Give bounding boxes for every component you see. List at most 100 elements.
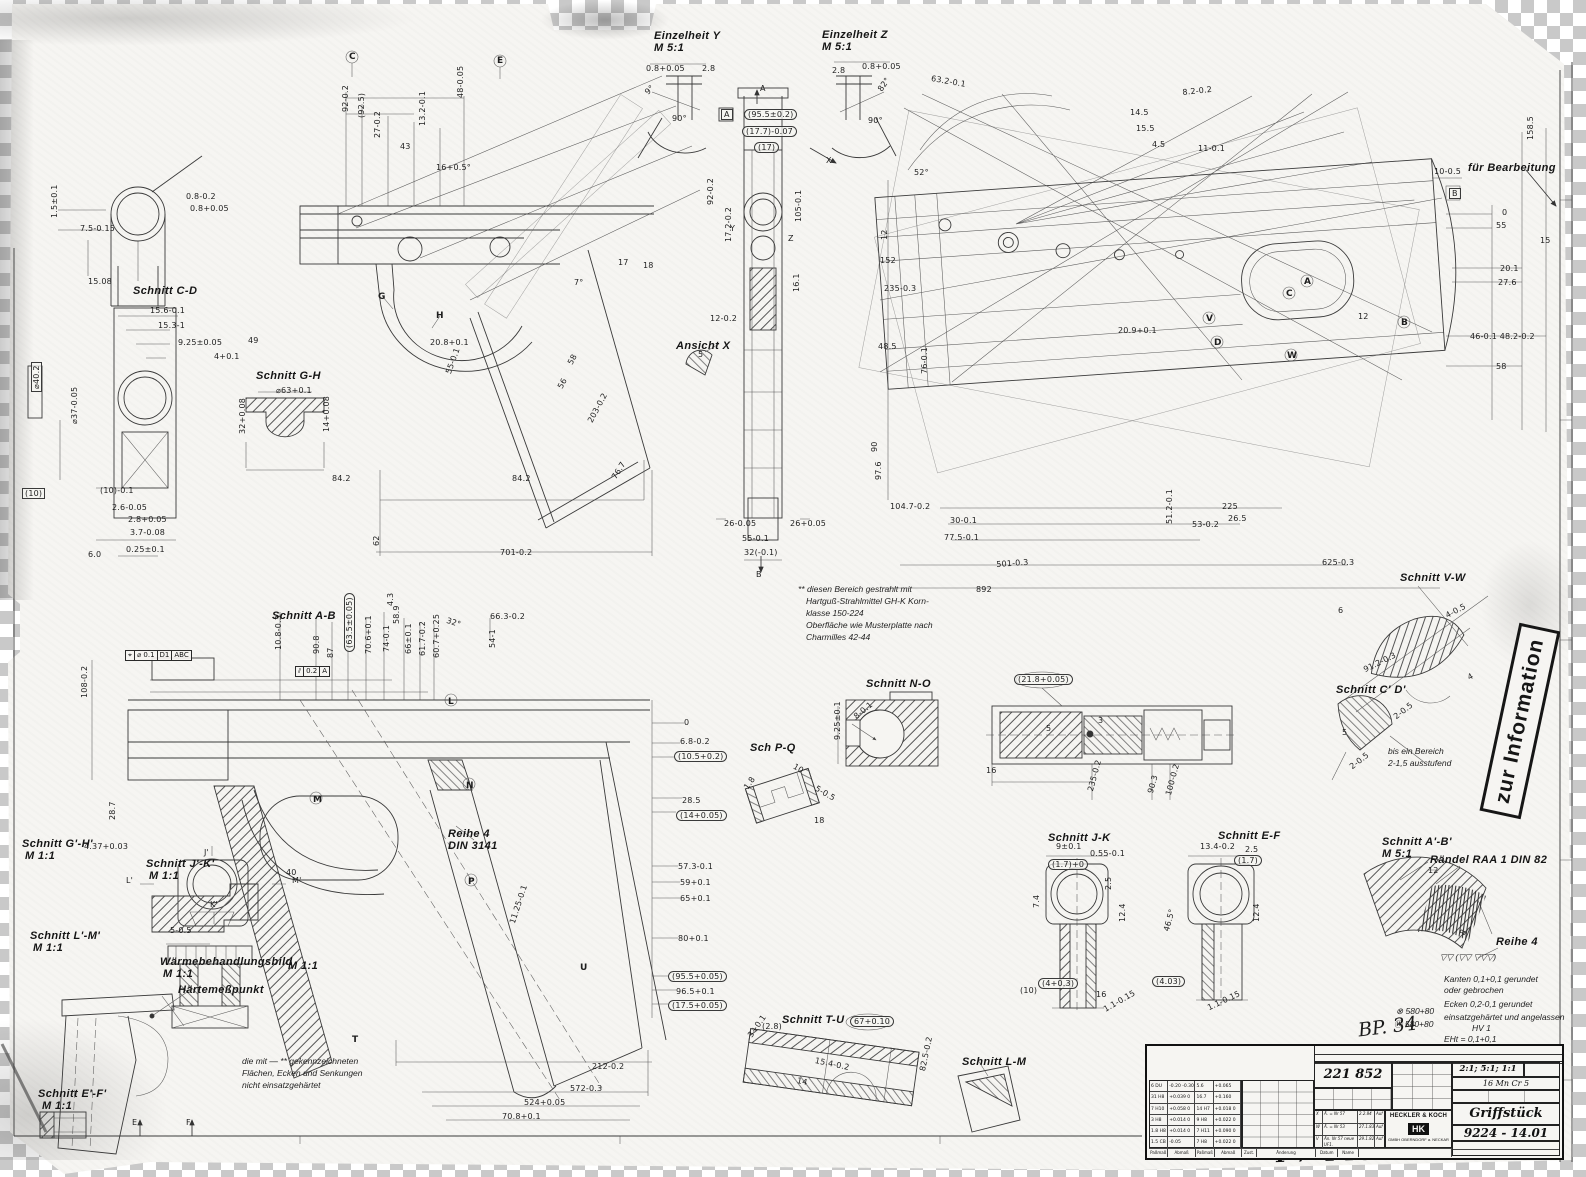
title-block-mid-grid: [1392, 1062, 1452, 1110]
note-line: bis ein Bereich: [1388, 746, 1444, 756]
dimension-label: 84.2: [332, 474, 351, 483]
dimension-label: 2-0.5: [1348, 750, 1371, 772]
dimension-label: 0.8+0.05: [862, 62, 901, 71]
bottom-header-cell: [1358, 1148, 1452, 1157]
dimension-label: 92-0.2: [706, 178, 715, 205]
section-label: M 5:1: [1382, 848, 1413, 860]
dimension-label: (1.7)+0: [1048, 859, 1089, 870]
dimension-label: 0: [1502, 208, 1508, 217]
tolerance-cell: 1.8 H8: [1150, 1126, 1169, 1138]
dimension-label: ⌀40.2: [31, 362, 42, 392]
dimension-label: 67+0.10: [850, 1016, 895, 1027]
dimension-label: 84.2: [512, 474, 531, 483]
dimension-label: 96.5+0.1: [676, 987, 715, 996]
bottom-header-cell: Änderung: [1256, 1148, 1317, 1157]
tolerance-cell: +0.022 0: [1213, 1114, 1241, 1127]
dimension-label: 46.5°: [1162, 907, 1177, 933]
section-label: M 1:1: [149, 870, 180, 882]
dimension-label: P: [468, 877, 475, 887]
dimension-label: 63.2-0.1: [930, 74, 967, 89]
section-label: M 1:1: [25, 850, 56, 862]
dimension-label: 82°: [876, 75, 892, 94]
dimension-label: 12-0.2: [710, 314, 737, 323]
section-label: Härtemeßpunkt: [178, 984, 264, 996]
dimension-label: 12: [880, 229, 889, 240]
dimension-label: 3: [1098, 716, 1104, 725]
gdt-cell: ⌀ 0.1: [133, 650, 158, 661]
dimension-label: 52°: [914, 168, 929, 177]
dimension-label: 32°: [445, 616, 463, 630]
dimension-label: 90°: [672, 114, 687, 123]
dimension-label: 572-0.3: [570, 1084, 603, 1093]
dimension-label: 91.2-0.3: [1362, 650, 1398, 675]
dimension-label: 55-0.1: [444, 346, 462, 376]
dimension-label: 108-0.2: [80, 665, 89, 698]
dimension-label: 80+0.1: [678, 934, 709, 943]
tolerance-cell: +0.058 0: [1168, 1103, 1196, 1115]
section-label: DIN 3141: [448, 840, 498, 852]
section-label: M 1:1: [33, 942, 64, 954]
tolerance-table: 6 DU-0.20 -0.305.6 F10+0.065 +0.01631 H8…: [1149, 1080, 1242, 1149]
dimension-label: C: [1286, 289, 1293, 299]
dimension-label: M: [313, 795, 323, 805]
dimension-label: 105-0.1: [794, 189, 803, 222]
dimension-label: 625-0.3: [1322, 558, 1355, 567]
dimension-label: K': [210, 900, 218, 909]
dimension-label: 13.4-0.2: [1200, 842, 1236, 851]
dimension-label: (4.03): [1152, 976, 1186, 987]
gdt-cell: 0.2: [303, 666, 321, 677]
note-line: Kanten 0,1+0,1 gerundet: [1444, 974, 1538, 984]
dimension-label: (17.7)-0.07: [742, 126, 797, 137]
dimension-label: 10-0.5: [1434, 167, 1461, 176]
section-label: Schnitt L'-M': [30, 930, 101, 942]
tolerance-cell: -0.20 -0.30: [1168, 1081, 1196, 1093]
dimension-label: L': [126, 876, 134, 885]
note-line: ⊗ 580+80: [1396, 1006, 1435, 1016]
dimension-label: 4.5: [1152, 140, 1166, 149]
dimension-label: 4.37+0.03: [84, 842, 129, 851]
dimension-label: 56: [556, 376, 569, 391]
dimension-label: 18: [643, 261, 654, 270]
dimension-label: 15.4-0.2: [814, 1056, 851, 1073]
tolerance-cell: 31 H8: [1150, 1092, 1169, 1104]
gdt-cell: ABC: [171, 650, 192, 661]
section-label: Schnitt G'-H': [22, 838, 93, 850]
dimension-label: 152: [880, 256, 896, 265]
bottom-header-cell: Paßmaß: [1195, 1148, 1216, 1157]
dimension-label: D: [1214, 338, 1222, 348]
note-line: ▽▽ (▽▽ ▽▽▽): [1440, 952, 1497, 962]
company-logo: HK: [1408, 1123, 1429, 1135]
part-number: 221 852: [1314, 1062, 1392, 1088]
dimension-label: 87: [326, 647, 335, 658]
note-line: 2-1,5 ausstufend: [1388, 758, 1452, 768]
dimension-label: 90.3: [1146, 774, 1160, 795]
section-label: Einzelheit Z: [822, 29, 888, 41]
dimension-label: 203-0.2: [586, 391, 610, 425]
dimension-label: (10): [22, 488, 46, 499]
dimension-label: 5-0.5: [813, 784, 837, 803]
note-line: HV 1: [1472, 1023, 1491, 1033]
material-field: 16 Mn Cr 5: [1452, 1077, 1560, 1090]
dimension-label: 97.6: [874, 461, 883, 480]
dimension-label: 60.7+0.25: [432, 613, 441, 658]
dimension-label: (10): [1020, 986, 1038, 995]
dimension-label: (63.5±0.05): [344, 593, 355, 652]
dimension-label: Y: [730, 224, 736, 233]
dimension-label: 158.5: [1526, 116, 1535, 140]
dimension-label: 14+0.08: [322, 395, 331, 432]
dimension-label: 48.5: [878, 342, 897, 351]
bottom-header-cell: Abmaß: [1168, 1148, 1196, 1157]
dimension-label: 2.6-0.05: [112, 503, 148, 512]
tolerance-cell: +0.090 0: [1213, 1126, 1241, 1138]
dimension-label: 32+0.08: [238, 397, 247, 434]
dimension-label: 4-0.5: [1444, 601, 1468, 620]
dimension-label: 8: [1458, 927, 1469, 938]
section-label: Schnitt A-B: [272, 610, 336, 622]
bottom-header-cell: Datum: [1316, 1148, 1339, 1157]
dimension-label: 15.6-0.1: [150, 306, 186, 315]
dimension-label: 5: [698, 350, 704, 359]
dimension-label: (95.5+0.05): [668, 971, 727, 982]
tolerance-cell: 6 DU: [1150, 1081, 1169, 1093]
section-label: Wärmebehandlungsbild: [160, 956, 293, 968]
